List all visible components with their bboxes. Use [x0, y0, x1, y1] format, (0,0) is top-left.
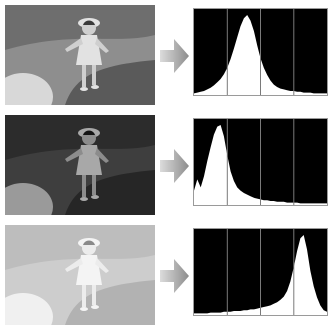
photo-underexposed: [5, 115, 155, 215]
photo-shadow-area: [5, 5, 155, 50]
photo-shadow-area: [5, 225, 155, 270]
arrow-shape: [160, 259, 189, 293]
arrow-shape: [160, 149, 189, 183]
photo-child-figure: [65, 238, 109, 311]
photo-round-object: [5, 73, 53, 105]
arrow-shape: [160, 39, 189, 73]
photo-ground: [65, 60, 155, 105]
histogram-normal-exposure: [193, 8, 328, 96]
photo-ground: [65, 280, 155, 325]
histogram-underexposed: [193, 118, 328, 206]
photo-round-object: [5, 293, 53, 325]
photo-ground: [65, 170, 155, 215]
histogram-overexposed: [193, 228, 328, 316]
row-underexposed: [0, 115, 328, 215]
photo-shadow-area: [5, 115, 155, 160]
arrow-right-icon: [160, 147, 190, 185]
row-overexposed: [0, 225, 328, 325]
photo-normal-exposure: [5, 5, 155, 105]
photo-child-figure: [65, 128, 109, 201]
row-normal-exposure: [0, 5, 328, 105]
photo-child-figure: [65, 18, 109, 91]
arrow-right-icon: [160, 37, 190, 75]
arrow-right-icon: [160, 257, 190, 295]
photo-overexposed: [5, 225, 155, 325]
photo-round-object: [5, 183, 53, 215]
